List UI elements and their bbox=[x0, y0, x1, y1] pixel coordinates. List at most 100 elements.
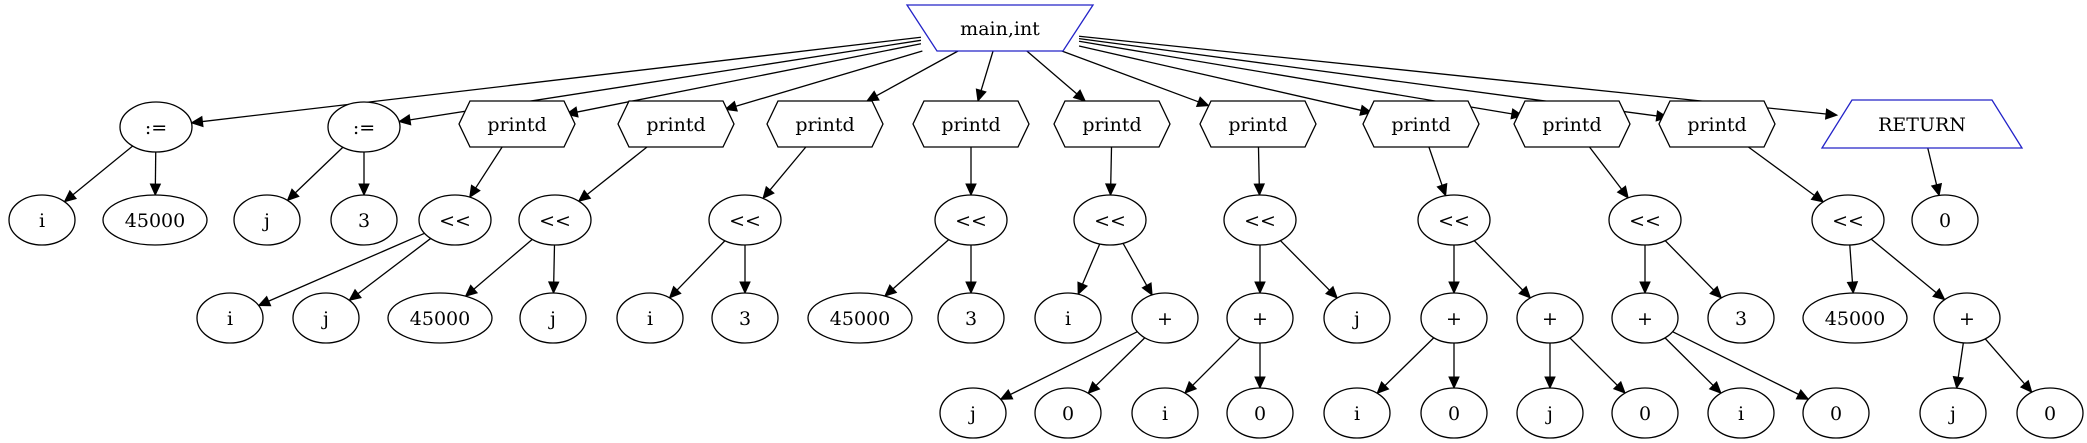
edge-pl9-q9a bbox=[1952, 342, 1965, 390]
edge-line bbox=[1078, 45, 1362, 111]
arrowhead-icon bbox=[1254, 281, 1266, 295]
node-label: 45000 bbox=[125, 210, 185, 232]
node-label: printd bbox=[1228, 114, 1287, 136]
hexagon-shape bbox=[1199, 100, 1317, 148]
node-label: 0 bbox=[2044, 403, 2056, 425]
edge-main-p5 bbox=[1026, 50, 1087, 102]
arrowhead-icon bbox=[739, 281, 751, 295]
ellipse-shape bbox=[233, 194, 301, 246]
arrowhead-icon bbox=[762, 185, 775, 200]
node-label: i bbox=[1738, 403, 1744, 425]
node-label: 3 bbox=[358, 210, 370, 232]
node-q6b: 0 bbox=[1226, 387, 1294, 439]
edge-main-a1 bbox=[190, 36, 922, 128]
node-ret: RETURN bbox=[1820, 99, 2024, 149]
ellipse-shape bbox=[2016, 387, 2084, 439]
node-a2: := bbox=[327, 101, 401, 153]
node-label: RETURN bbox=[1878, 114, 1966, 136]
ellipse-shape bbox=[327, 101, 401, 153]
edge-line bbox=[1279, 240, 1330, 291]
node-l4a: 45000 bbox=[807, 292, 913, 344]
edge-line bbox=[1473, 240, 1524, 291]
edge-line bbox=[1664, 337, 1714, 386]
edge-line bbox=[1010, 331, 1138, 396]
edge-line bbox=[473, 238, 533, 290]
node-q7b: 0 bbox=[1420, 387, 1488, 439]
ellipse-shape bbox=[1611, 292, 1679, 344]
node-label: := bbox=[145, 117, 167, 139]
arrowhead-icon bbox=[1087, 381, 1101, 395]
arrowhead-icon bbox=[1195, 96, 1210, 108]
node-label: printd bbox=[1542, 114, 1601, 136]
edge-s4-l4a bbox=[883, 239, 950, 297]
edge-p2-s2 bbox=[577, 146, 648, 202]
arrowhead-icon bbox=[1325, 285, 1339, 299]
ellipse-shape bbox=[119, 101, 193, 153]
edge-line bbox=[1384, 337, 1435, 386]
ellipse-shape bbox=[1802, 387, 1870, 439]
node-label: 3 bbox=[739, 308, 751, 330]
hexagon-shape bbox=[617, 100, 735, 148]
hexagon-shape bbox=[1053, 100, 1171, 148]
edge-line bbox=[294, 146, 344, 194]
node-l1a: i bbox=[196, 292, 264, 344]
ellipse-shape bbox=[616, 292, 684, 344]
node-p1: printd bbox=[458, 100, 576, 148]
node-p5: printd bbox=[1053, 100, 1171, 148]
arrowhead-icon bbox=[1544, 376, 1556, 390]
ellipse-shape bbox=[1323, 387, 1391, 439]
edge-main-p3 bbox=[865, 50, 959, 102]
node-p8: printd bbox=[1513, 100, 1631, 148]
node-l8b: 3 bbox=[1707, 292, 1775, 344]
edge-line bbox=[1026, 50, 1078, 95]
edge-pl7b-q7c bbox=[1544, 343, 1556, 390]
ellipse-shape bbox=[1707, 387, 1775, 439]
node-label: 45000 bbox=[1825, 308, 1885, 330]
node-s6: << bbox=[1223, 194, 1297, 246]
arrowhead-icon bbox=[257, 295, 272, 307]
node-label: main,int bbox=[960, 18, 1040, 40]
arrowhead-icon bbox=[1436, 182, 1448, 197]
ellipse-shape bbox=[1034, 292, 1102, 344]
node-label: printd bbox=[1082, 114, 1141, 136]
hexagon-shape bbox=[458, 100, 576, 148]
node-label: printd bbox=[795, 114, 854, 136]
edge-line bbox=[876, 50, 959, 97]
node-p6: printd bbox=[1199, 100, 1317, 148]
edge-s6-l6b bbox=[1279, 240, 1339, 299]
node-s3: << bbox=[708, 194, 782, 246]
node-p9: printd bbox=[1658, 100, 1776, 148]
arrowhead-icon bbox=[1930, 182, 1943, 197]
edge-p1-s1 bbox=[469, 146, 503, 199]
node-s5: << bbox=[1073, 194, 1147, 246]
arrowhead-icon bbox=[1709, 285, 1723, 299]
node-q6a: i bbox=[1131, 387, 1199, 439]
edge-pl7a-q7b bbox=[1448, 343, 1460, 390]
edge-a2-t1 bbox=[358, 152, 370, 197]
arrowhead-icon bbox=[190, 115, 204, 128]
ellipse-shape bbox=[292, 292, 360, 344]
arrowhead-icon bbox=[1448, 376, 1460, 390]
ellipse-shape bbox=[1420, 292, 1488, 344]
ellipse-shape bbox=[387, 292, 493, 344]
edge-main-p2 bbox=[724, 50, 923, 112]
edge-s1-l1a bbox=[257, 232, 425, 307]
arrowhead-icon bbox=[1253, 183, 1266, 197]
node-l1b: j bbox=[292, 292, 360, 344]
node-label: i bbox=[647, 308, 653, 330]
ellipse-shape bbox=[1802, 292, 1908, 344]
edge-line bbox=[1110, 146, 1113, 185]
node-label: 0 bbox=[1448, 403, 1460, 425]
edge-s2-l2a bbox=[464, 238, 533, 298]
arrowhead-icon bbox=[965, 281, 977, 295]
node-label: j bbox=[968, 403, 976, 425]
node-label: 0 bbox=[1254, 403, 1266, 425]
node-label: i bbox=[39, 210, 45, 232]
arrowhead-icon bbox=[1104, 183, 1117, 197]
edge-s5-pl5 bbox=[1122, 242, 1153, 297]
ellipse-shape bbox=[1611, 387, 1679, 439]
arrowhead-icon bbox=[358, 183, 370, 197]
edge-p7-s7 bbox=[1428, 146, 1448, 197]
node-l4b: 3 bbox=[937, 292, 1005, 344]
node-label: + bbox=[1157, 308, 1173, 330]
